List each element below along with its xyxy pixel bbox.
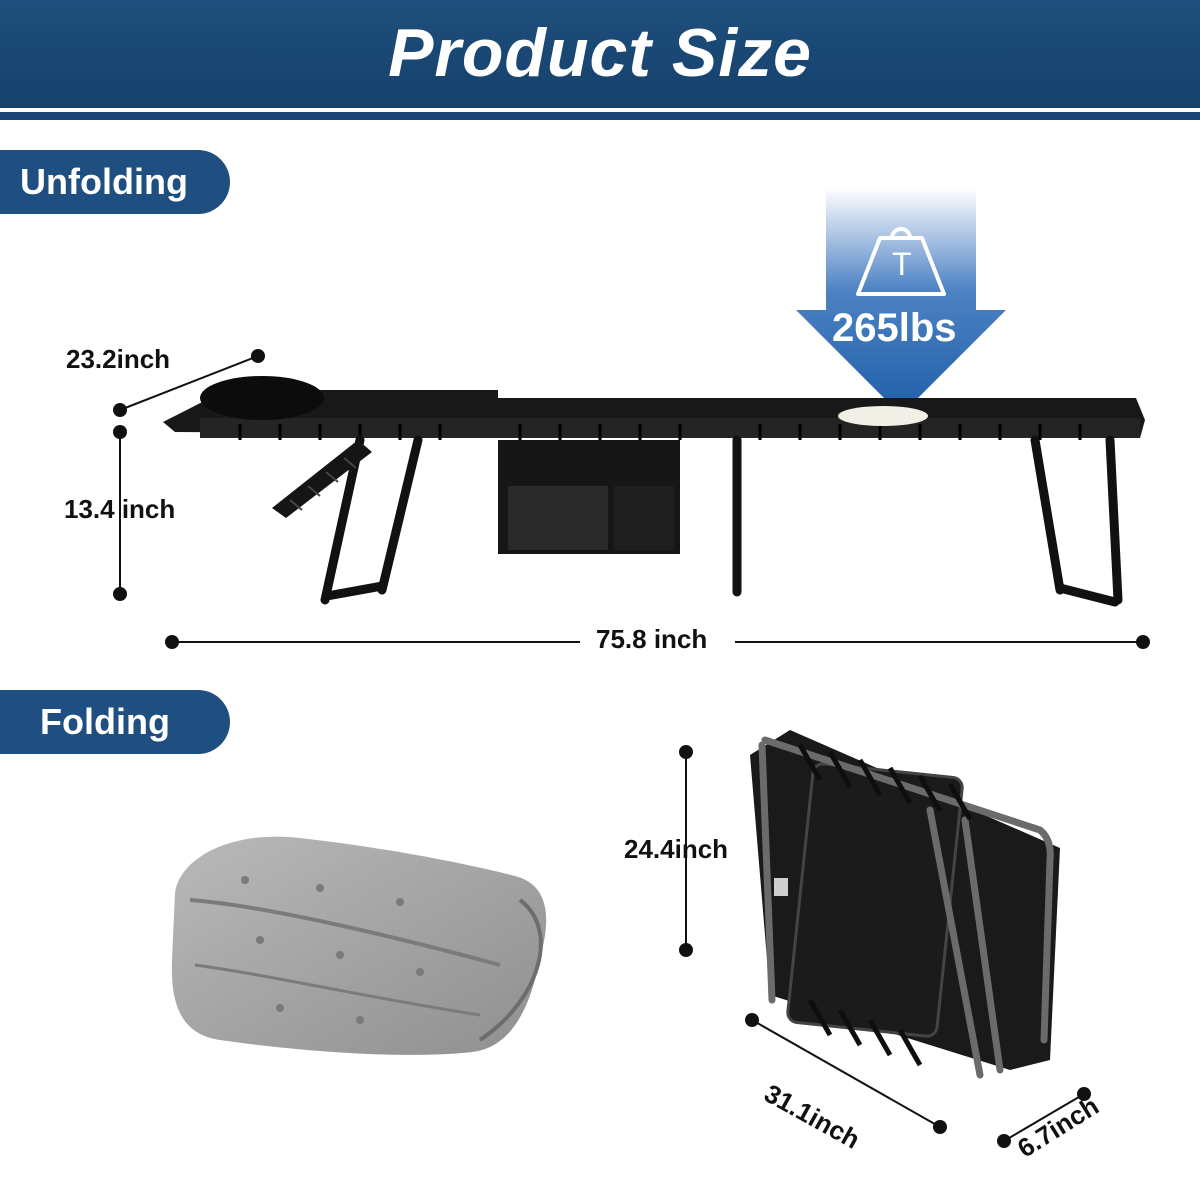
length-dimension-label: 75.8 inch <box>596 624 708 654</box>
folded-cot-image <box>750 730 1060 1079</box>
header-banner: Product Size <box>0 0 1200 120</box>
dimension-line-folded-length <box>745 1013 947 1134</box>
section-label-unfolding: Unfolding <box>0 150 230 214</box>
unfolded-cot-image <box>163 376 1145 607</box>
folded-cushion-image <box>171 836 547 1055</box>
dimension-line-folded-height <box>679 745 693 957</box>
folded-height-label: 24.4inch <box>624 834 729 864</box>
page-title: Product Size <box>388 15 812 91</box>
height-dimension-label: 13.4 inch <box>64 494 176 524</box>
dimension-line-folded-depth <box>997 1087 1091 1148</box>
weight-capacity-label: 265lbs <box>832 306 957 350</box>
header-stripe <box>0 112 1200 120</box>
section-label-folding: Folding <box>0 690 230 754</box>
header-stripe <box>0 108 1200 112</box>
dimension-line-width <box>113 349 265 417</box>
width-dimension-label: 23.2inch <box>66 344 171 374</box>
dimension-line-height <box>113 425 127 601</box>
weight-icon-letter: T <box>892 246 912 282</box>
weight-icon <box>856 227 946 296</box>
dimension-line-length <box>165 635 1150 649</box>
weight-capacity-arrow <box>796 188 1006 415</box>
